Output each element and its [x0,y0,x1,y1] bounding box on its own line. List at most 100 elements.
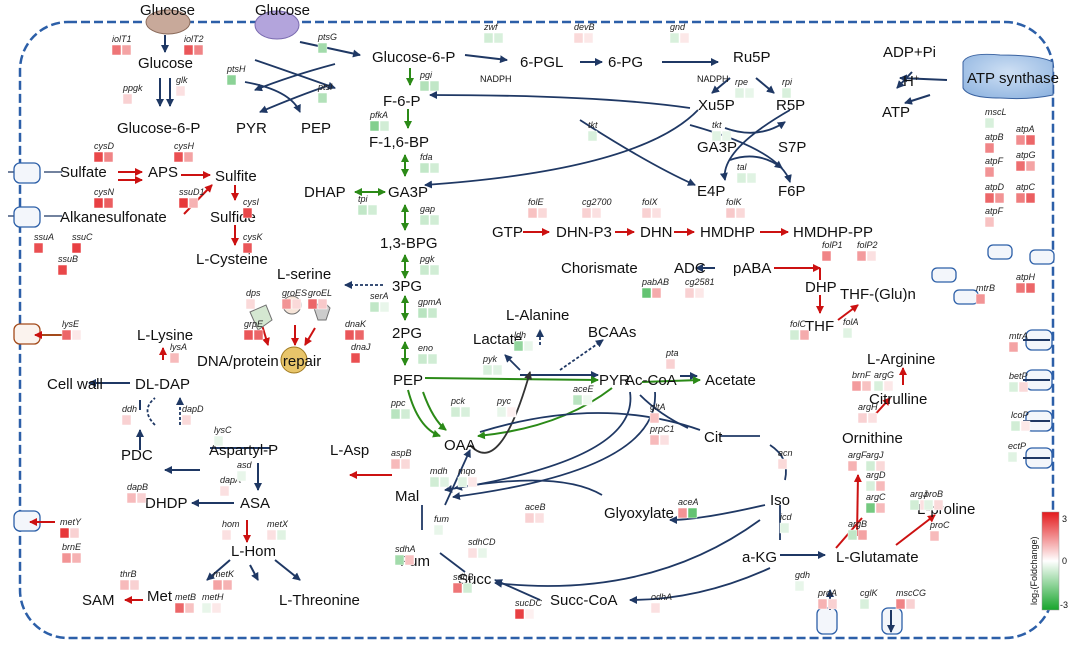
heatmap-cell [477,547,488,559]
heatmap-cell [1020,420,1031,432]
gene-atpA: atpA [1015,124,1036,146]
heatmap-cell [994,192,1005,204]
gene-label: proC [929,520,950,530]
met-hmdhp: HMDHP [700,224,755,241]
heatmap-cell [1025,160,1036,172]
heatmap-cell [777,458,788,470]
met-aspartylp: Aspartyl-P [209,442,278,459]
gene-pyc: pyc [496,396,517,418]
met-akg: a-KG [742,549,777,566]
gene-label: folK [726,197,743,207]
gene-label: aceE [573,384,595,394]
gene-cysH: cysH [173,141,195,163]
gene-dnaK: dnaK [344,319,367,341]
gene-eno: eno [417,343,438,365]
gene-aceA: aceA [677,497,699,519]
heatmap-cell [984,166,995,178]
heatmap-cell [865,480,876,492]
met-2pg: 2PG [392,325,422,342]
met-mal: Mal [395,488,419,505]
met-thf: THF [805,318,834,335]
gene-folA: folA [842,317,859,339]
gene-label: aceB [525,502,546,512]
gene-label: metX [267,519,289,529]
gene-pfkA: pfkA [369,110,390,132]
met-nadph1: NADPH [480,74,512,84]
heatmap-cell [905,598,916,610]
gene-label: serA [370,291,389,301]
gene-iolT2: iolT2 [183,34,204,56]
gene-label: devB [574,22,595,32]
gene-icd: icd [779,512,792,534]
heatmap-cell [419,214,430,226]
heatmap-cell [350,352,361,364]
heatmap-cell [307,298,318,310]
met-thfglu: THF-(Glu)n [840,286,916,303]
heatmap-cell [61,329,72,341]
gene-label: cysI [243,197,260,207]
heatmap-cell [669,32,680,44]
heatmap-cell [677,507,688,519]
legend-max: 3 [1062,514,1067,524]
gene-label: ssuD1 [179,187,205,197]
heatmap-cell [181,414,192,426]
heatmap-cell [291,298,302,310]
gene-label: ldh [514,330,526,340]
gene-brnE: brnE [61,542,82,564]
gene-groES: groES [281,288,307,310]
gene-label: cg2700 [582,197,612,207]
met-dhap: DHAP [304,184,346,201]
gene-atpC: atpC [1015,182,1036,204]
met-g6p: Glucose-6-P [372,49,455,66]
gene-sdhCD: sdhCD [467,537,496,559]
heatmap-cell [789,329,800,341]
heatmap-cell [1015,192,1026,204]
heatmap-cell [493,32,504,44]
gene-label: metB [175,592,196,602]
gene-proC: proC [929,520,950,542]
heatmap-cell [462,582,473,594]
gene-label: asd [237,460,253,470]
heatmap-cell [439,476,450,488]
met-alkanesulfonate: Alkanesulfonate [60,209,167,226]
gene-label: mtrA [1009,331,1028,341]
gene-label: lcoP [1011,410,1029,420]
gene-label: groES [282,288,307,298]
heatmap-cell [883,380,894,392]
gene-label: argH [858,402,878,412]
heatmap-cell [417,307,428,319]
met-adc: ADC [674,260,706,277]
gene-label: iolT1 [112,34,132,44]
gene-sucDC: sucDC [514,598,543,620]
gene-label: argF [848,450,867,460]
heatmap-cell [821,250,832,262]
heatmap-cell [482,364,493,376]
gene-label: groEL [308,288,332,298]
met-fum: Fum [400,553,430,570]
heatmap-cell [71,242,82,254]
heatmap-cell [523,340,534,352]
gene-folC: folC [789,319,810,341]
heatmap-cell [842,327,853,339]
gene-label: tal [737,162,748,172]
heatmap-cell [93,151,104,163]
met-met: Met [147,588,173,605]
met-bpg: 1,3-BPG [380,235,438,252]
gene-label: betP [1009,371,1028,381]
heatmap-cell [687,507,698,519]
gene-label: pfkA [369,110,388,120]
gene-mdh: mdh [429,466,450,488]
met-sulfate: Sulfate [60,164,107,181]
met-lysine: L-Lysine [137,327,193,344]
heatmap-cell [582,394,593,406]
heatmap-cell [357,204,368,216]
gene-label: metY [60,517,82,527]
gene-label: rpe [735,77,748,87]
met-adppi: ADP+Pi [883,44,936,61]
gene-label: sdhCD [468,537,496,547]
gene-label: rpi [782,77,793,87]
gene-label: iolT2 [184,34,204,44]
ppp-cross-arrows [244,59,792,189]
gene-folX: folX [641,197,662,219]
heatmap-cell [467,476,478,488]
